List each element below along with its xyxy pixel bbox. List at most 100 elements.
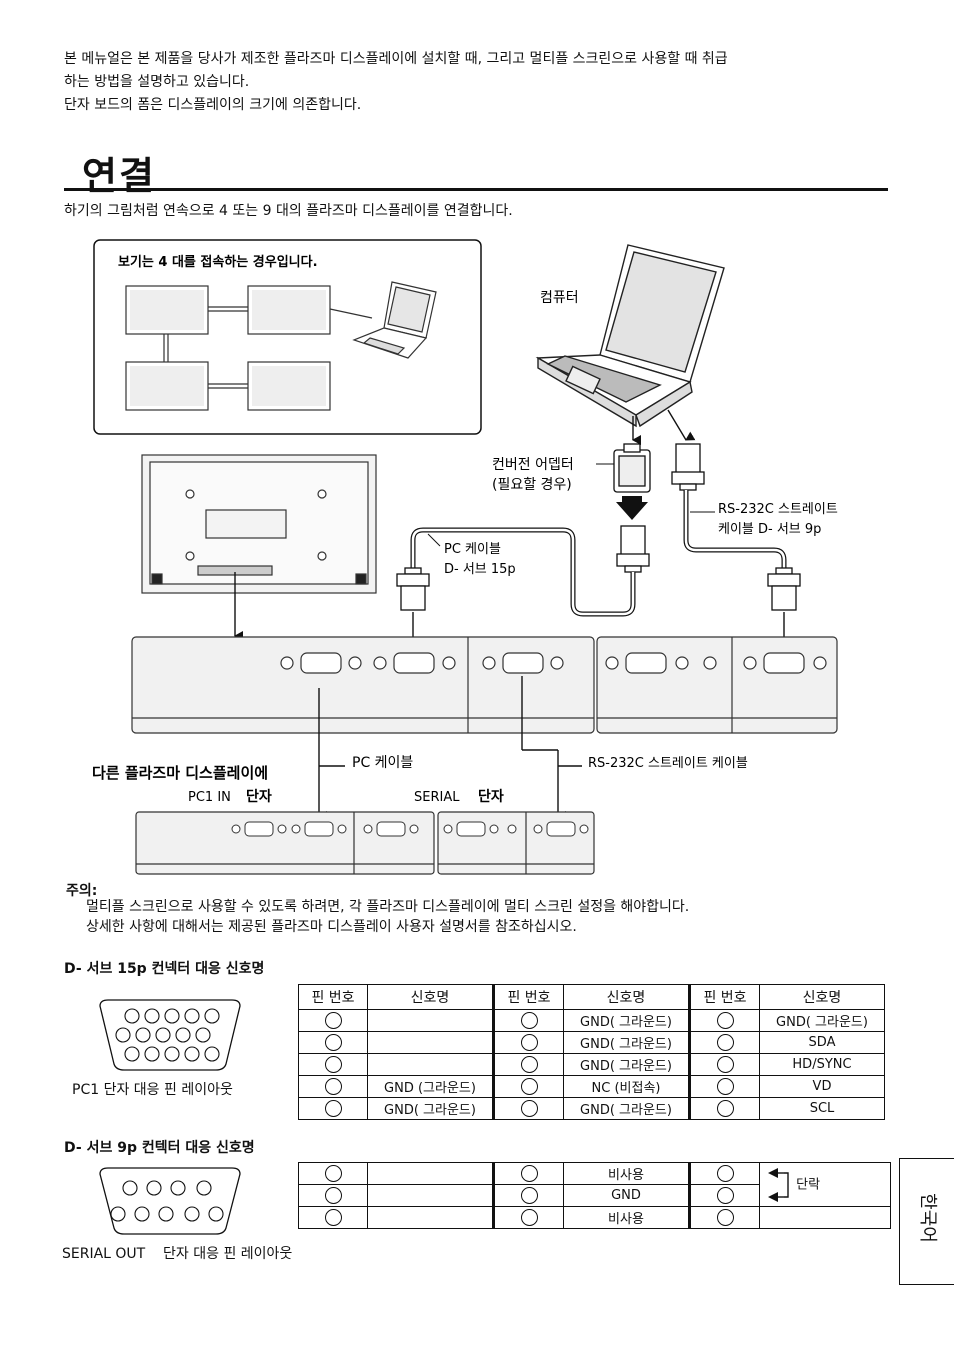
example-box: 보기는 4 대를 접속하는 경우입니다. bbox=[93, 239, 482, 435]
intro-text: 본 메뉴얼은 본 제품을 당사가 제조한 플라즈마 디스플레이에 설치할 때, … bbox=[64, 48, 894, 117]
pin-circle-icon bbox=[520, 1078, 538, 1095]
table-row: GND( 그라운드) GND( 그라운드) bbox=[298, 1009, 885, 1032]
pin-circle-icon bbox=[520, 1165, 538, 1182]
signal-cell bbox=[367, 1053, 494, 1076]
signal-cell bbox=[367, 1162, 494, 1185]
signal-cell: 비사용 bbox=[563, 1206, 690, 1229]
note-text: 멀티플 스크린으로 사용할 수 있도록 하려면, 각 플라즈마 디스플레이에 멀… bbox=[86, 897, 689, 937]
terminal-board-other bbox=[135, 811, 595, 875]
dsub15-pin-layout-icon bbox=[99, 999, 241, 1071]
pc1-in-label: PC1 IN bbox=[188, 790, 231, 805]
terminal-board-main bbox=[131, 636, 838, 734]
short-label: 단락 bbox=[796, 1177, 821, 1192]
signal-cell: GND( 그라운드) bbox=[563, 1009, 690, 1032]
dsub15-signal-table: 핀 번호 신호명 핀 번호 신호명 핀 번호 신호명 GND( 그라운드) GN… bbox=[298, 984, 885, 1120]
pc-cable-label-1: PC 케이블 bbox=[444, 542, 501, 557]
signal-cell: GND( 그라운드) bbox=[563, 1031, 690, 1054]
pin-circle-icon bbox=[520, 1209, 538, 1226]
terminal-label-2: 단자 bbox=[478, 788, 504, 805]
pc-cable-connector-bottom bbox=[396, 567, 430, 611]
pin-circle-icon bbox=[716, 1209, 734, 1226]
pin-circle-icon bbox=[520, 1187, 538, 1204]
rs232c-connector-bottom bbox=[767, 567, 801, 611]
dsub9-pin-layout-icon bbox=[99, 1167, 241, 1235]
pin-circle-icon bbox=[716, 1100, 734, 1117]
table-row: 비사용 bbox=[298, 1206, 891, 1229]
conversion-adapter-icon bbox=[613, 443, 651, 493]
pin-circle-icon bbox=[520, 1056, 538, 1073]
pc-cable-label-2: D- 서브 15p bbox=[444, 562, 516, 577]
language-side-tab: 한국어 bbox=[899, 1158, 954, 1285]
connection-diagram: 보기는 4 대를 접속하는 경우입니다. 컴퓨터 bbox=[92, 239, 838, 875]
header-signal: 신호명 bbox=[759, 984, 885, 1010]
pin-circle-icon bbox=[324, 1056, 342, 1073]
pin-circle-icon bbox=[520, 1034, 538, 1051]
pin-circle-icon bbox=[716, 1165, 734, 1182]
signal-cell: SCL bbox=[759, 1097, 885, 1120]
signal-cell: GND bbox=[563, 1184, 690, 1207]
signal-cell: GND (그라운드) bbox=[367, 1075, 494, 1098]
table-row: GND (그라운드) NC (비접속) VD bbox=[298, 1075, 885, 1098]
terminal-label-1: 단자 bbox=[246, 788, 272, 805]
pin-circle-icon bbox=[324, 1012, 342, 1029]
rs232c-connector-top bbox=[671, 443, 705, 491]
signal-cell bbox=[367, 1031, 494, 1054]
header-pin: 핀 번호 bbox=[688, 984, 760, 1010]
pin-circle-icon bbox=[716, 1056, 734, 1073]
short-bracket-icon bbox=[768, 1167, 789, 1202]
pin-circle-icon bbox=[324, 1078, 342, 1095]
dsub9-title: D- 서브 9p 컨텍터 대응 신호명 bbox=[64, 1140, 255, 1156]
subtitle: 하기의 그림처럼 연속으로 4 또는 9 대의 플라즈마 디스플레이를 연결합니… bbox=[64, 203, 513, 219]
dsub15-title: D- 서브 15p 컨넥터 대응 신호명 bbox=[64, 961, 265, 977]
pin-circle-icon bbox=[520, 1100, 538, 1117]
signal-cell: NC (비접속) bbox=[563, 1075, 690, 1098]
table-row: GND( 그라운드) SDA bbox=[298, 1031, 885, 1054]
pin-circle-icon bbox=[324, 1187, 342, 1204]
pin-circle-icon bbox=[324, 1100, 342, 1117]
header-signal: 신호명 bbox=[563, 984, 690, 1010]
title-rule bbox=[64, 188, 888, 191]
table-row: 비사용 단락 bbox=[298, 1162, 891, 1207]
language-label: 한국어 bbox=[916, 1193, 938, 1243]
header-signal: 신호명 bbox=[367, 984, 494, 1010]
pin-circle-icon bbox=[716, 1078, 734, 1095]
table-row: GND( 그라운드) GND( 그라운드) SCL bbox=[298, 1097, 885, 1120]
signal-cell: GND( 그라운드) bbox=[563, 1053, 690, 1076]
dsub15-caption: PC1 단자 대응 핀 레이아웃 bbox=[72, 1082, 233, 1098]
signal-cell: HD/SYNC bbox=[759, 1053, 885, 1076]
example-box-title: 보기는 4 대를 접속하는 경우입니다. bbox=[118, 254, 318, 270]
pin-circle-icon bbox=[324, 1034, 342, 1051]
signal-cell: GND( 그라운드) bbox=[563, 1097, 690, 1120]
signal-cell bbox=[367, 1009, 494, 1032]
other-display-label: 다른 플라즈마 디스플레이에 bbox=[92, 764, 268, 782]
signal-cell: SDA bbox=[759, 1031, 885, 1054]
note-line: 멀티플 스크린으로 사용할 수 있도록 하려면, 각 플라즈마 디스플레이에 멀… bbox=[86, 899, 690, 915]
serial-label: SERIAL bbox=[414, 790, 460, 805]
laptop-icon bbox=[535, 244, 725, 428]
signal-cell bbox=[367, 1184, 494, 1207]
pc-cable-label-lower: PC 케이블 bbox=[352, 755, 413, 771]
note-title: 주의: bbox=[66, 883, 98, 899]
signal-cell bbox=[367, 1206, 494, 1229]
header-pin: 핀 번호 bbox=[492, 984, 564, 1010]
display-rear-view bbox=[141, 454, 377, 594]
adapter-label-2: (필요할 경우) bbox=[492, 477, 572, 493]
signal-cell: VD bbox=[759, 1075, 885, 1098]
dsub9-signal-table: 비사용 단락 GND 비사용 bbox=[298, 1162, 891, 1229]
pin-circle-icon bbox=[716, 1012, 734, 1029]
pin-circle-icon bbox=[716, 1034, 734, 1051]
intro-line: 단자 보드의 폼은 디스플레이의 크기에 의존합니다. bbox=[64, 97, 362, 113]
note-line: 상세한 사항에 대해서는 제공된 플라즈마 디스플레이 사용자 설명서를 참조하… bbox=[86, 919, 577, 935]
signal-cell: 비사용 bbox=[563, 1162, 690, 1185]
pin-circle-icon bbox=[324, 1165, 342, 1182]
intro-line: 하는 방법을 설명하고 있습니다. bbox=[64, 74, 250, 90]
rs232c-cable-label-lower: RS-232C 스트레이트 케이블 bbox=[588, 756, 748, 771]
dsub9-caption: SERIAL OUT 단자 대응 핀 레이아웃 bbox=[62, 1246, 293, 1262]
adapter-label-1: 컨버전 어뎁터 bbox=[492, 457, 574, 473]
header-pin: 핀 번호 bbox=[298, 984, 368, 1010]
pin-circle-icon bbox=[520, 1012, 538, 1029]
terminal-ports bbox=[280, 652, 827, 674]
signal-cell: GND( 그라운드) bbox=[367, 1097, 494, 1120]
table-row: GND( 그라운드) HD/SYNC bbox=[298, 1053, 885, 1076]
pin-circle-icon bbox=[324, 1209, 342, 1226]
